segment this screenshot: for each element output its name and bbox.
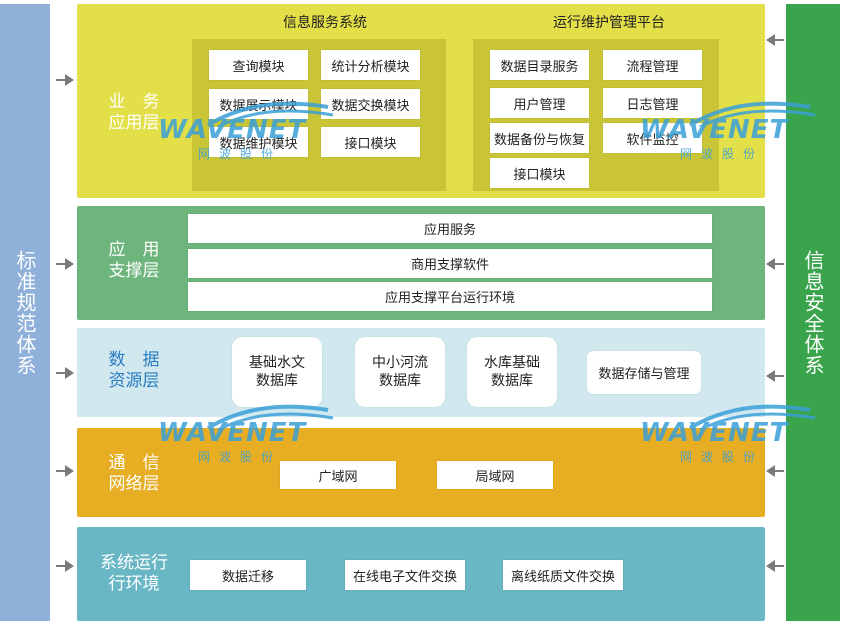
standards-system-bar: 标准规范体系: [0, 4, 50, 621]
standards-system-label: 标准规范体系: [13, 249, 37, 376]
system-runtime-layer: 系统运行 行环境 数据迁移 在线电子文件交换 离线纸质文件交换: [77, 527, 765, 621]
ops-platform-title: 运行维护管理平台: [553, 15, 665, 31]
runtime-layer-label: 系统运行 行环境: [100, 553, 168, 594]
network-lan: 局域网: [437, 461, 553, 489]
module-log-management: 日志管理: [603, 88, 702, 118]
module-interface-info: 接口模块: [321, 127, 420, 157]
network-wan: 广域网: [280, 461, 396, 489]
data-resource-layer: 数 据 资源层 基础水文 数据库 中小河流 数据库 水库基础 数据库 数据存储与…: [77, 328, 765, 417]
module-user-management: 用户管理: [490, 88, 589, 118]
support-layer-label: 应 用 支撑层: [108, 240, 160, 281]
business-layer-label: 业 务 应用层: [108, 92, 160, 133]
module-workflow: 流程管理: [603, 50, 702, 80]
support-commercial-software: 商用支撑软件: [188, 249, 712, 278]
business-application-layer: 业 务 应用层 信息服务系统 运行维护管理平台 查询模块 统计分析模块 数据展示…: [77, 4, 765, 198]
module-data-exchange: 数据交换模块: [321, 89, 420, 119]
runtime-data-migration: 数据迁移: [190, 560, 306, 590]
support-app-service: 应用服务: [188, 214, 712, 243]
module-software-monitor: 软件监控: [603, 123, 702, 153]
data-layer-label: 数 据 资源层: [108, 350, 160, 391]
data-storage-management: 数据存储与管理: [587, 351, 701, 394]
db-basic-hydrology: 基础水文 数据库: [232, 337, 322, 407]
security-system-label: 信息安全体系: [801, 249, 825, 376]
module-query: 查询模块: [209, 50, 308, 80]
application-support-layer: 应 用 支撑层 应用服务 商用支撑软件 应用支撑平台运行环境: [77, 206, 765, 320]
comm-layer-label: 通 信 网络层: [108, 453, 160, 494]
runtime-online-exchange: 在线电子文件交换: [345, 560, 465, 590]
module-data-maintenance: 数据维护模块: [209, 127, 308, 157]
communication-network-layer: 通 信 网络层 广域网 局域网: [77, 428, 765, 517]
module-backup-restore: 数据备份与恢复: [490, 123, 589, 153]
module-statistics: 统计分析模块: [321, 50, 420, 80]
module-interface-ops: 接口模块: [490, 158, 589, 188]
module-data-display: 数据展示模块: [209, 89, 308, 119]
info-system-title: 信息服务系统: [283, 15, 367, 31]
security-system-bar: 信息安全体系: [786, 4, 840, 621]
support-platform-runtime: 应用支撑平台运行环境: [188, 282, 712, 311]
module-data-catalog: 数据目录服务: [490, 50, 589, 80]
db-small-rivers: 中小河流 数据库: [355, 337, 445, 407]
db-reservoir: 水库基础 数据库: [467, 337, 557, 407]
runtime-offline-exchange: 离线纸质文件交换: [503, 560, 623, 590]
